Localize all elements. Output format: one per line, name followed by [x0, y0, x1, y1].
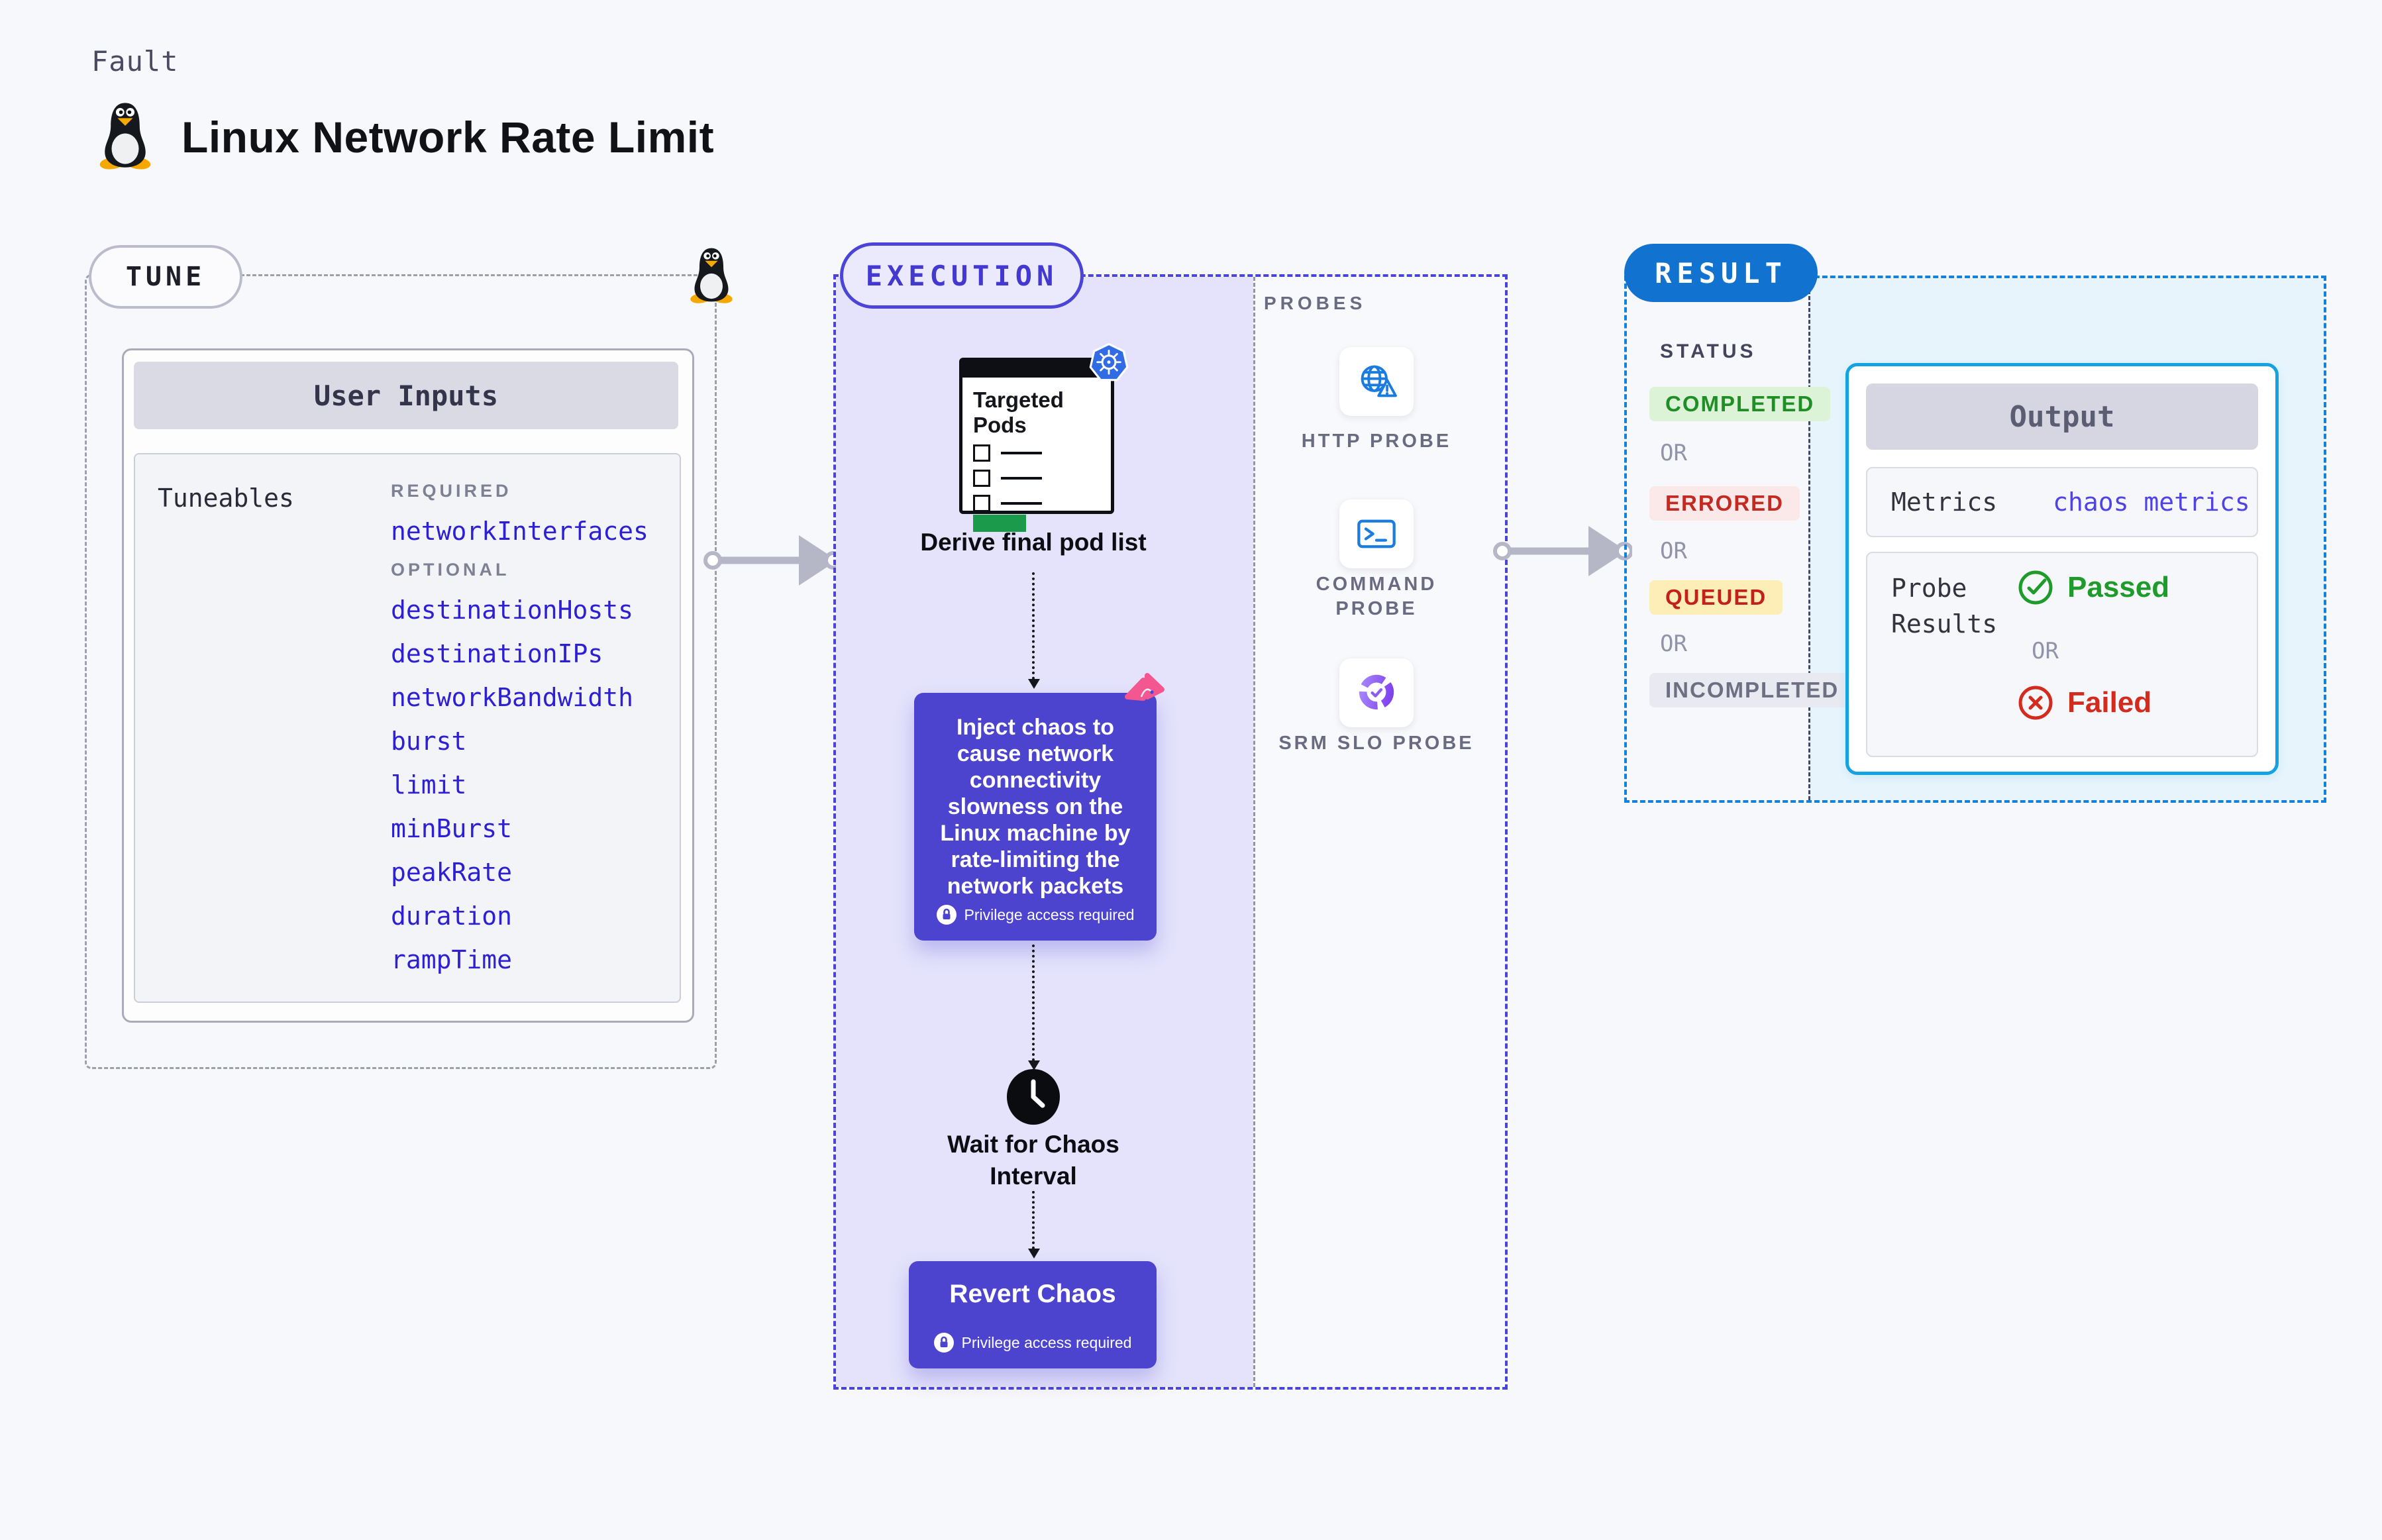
tuneables-panel: Tuneables REQUIRED networkInterfaces OPT… [134, 453, 681, 1003]
lock-icon [933, 1333, 954, 1353]
kubernetes-icon [1088, 342, 1129, 387]
passed-label: Passed [2067, 571, 2170, 603]
execution-pill: EXECUTION [840, 242, 1084, 309]
checkbox-icon [973, 470, 990, 487]
tuneables-label: Tuneables [158, 484, 294, 513]
probes-zone [1253, 277, 1505, 1387]
inject-chaos-description: Inject chaos to cause network connectivi… [940, 715, 1131, 899]
checkbox-icon [973, 444, 990, 462]
tuneable-optional-item[interactable]: limit [391, 770, 467, 799]
pod-checklist [973, 444, 1042, 520]
chaos-litmus-icon [1123, 670, 1166, 713]
clock-icon [1005, 1068, 1062, 1129]
probe-results-row: Probe Results Passed OR Failed [1866, 552, 2258, 757]
output-title: Output [1866, 384, 2258, 450]
tune-pill: TUNE [89, 245, 242, 309]
inject-chaos-step[interactable]: Inject chaos to cause network connectivi… [914, 673, 1165, 941]
arrow-tune-to-execution [703, 535, 843, 586]
failed-label: Failed [2067, 686, 2152, 719]
status-badge-errored: ERRORED [1649, 486, 1800, 521]
command-probe-card[interactable] [1339, 499, 1414, 568]
tuneable-optional-item[interactable]: destinationHosts [391, 595, 634, 625]
arrow-execution-to-result [1493, 526, 1632, 576]
tuneable-optional-item[interactable]: burst [391, 727, 467, 756]
pods-progress-bar [973, 515, 1026, 532]
wait-chaos-caption: Wait for Chaos Interval [947, 1131, 1119, 1190]
derive-pod-list-caption: Derive final pod list [920, 529, 1147, 556]
tux-penguin-small-icon [689, 246, 734, 307]
status-badge-completed: COMPLETED [1649, 387, 1831, 421]
page-title: Linux Network Rate Limit [181, 112, 715, 162]
privilege-note: Privilege access required [964, 905, 1135, 923]
connector-arrow [1028, 945, 1040, 1070]
result-pill: RESULT [1624, 244, 1818, 302]
check-circle-icon [2018, 570, 2053, 605]
or-separator: OR [1660, 538, 1687, 564]
http-probe-icon [1361, 365, 1397, 397]
or-separator: OR [1660, 440, 1687, 466]
checkbox-icon [973, 495, 990, 512]
http-probe-card[interactable] [1339, 347, 1414, 416]
probe-failed-row: Failed [2017, 684, 2151, 721]
tune-section [85, 274, 717, 1069]
revert-chaos-label: Revert Chaos [949, 1280, 1116, 1308]
tuneable-optional-item[interactable]: duration [391, 901, 513, 931]
privilege-note: Privilege access required [961, 1333, 1132, 1351]
revert-chaos-step[interactable]: Revert Chaos Privilege access required [909, 1261, 1157, 1368]
metrics-label: Metrics [1891, 488, 1998, 517]
or-separator: OR [1660, 631, 1687, 657]
connector-arrow [1028, 572, 1040, 689]
tuneable-optional-item[interactable]: rampTime [391, 945, 513, 974]
tuneable-optional-item[interactable]: networkBandwidth [391, 683, 634, 712]
probe-passed-row: Passed [2017, 569, 2169, 606]
http-probe-label: HTTP PROBE [1301, 431, 1452, 452]
metrics-value[interactable]: chaos metrics [2053, 488, 2250, 517]
targeted-pods-title: Targeted Pods [973, 387, 1064, 437]
probe-results-label: Probe Results [1891, 574, 1998, 639]
output-panel: Output Metrics chaos metrics Probe Resul… [1845, 363, 2279, 775]
tux-penguin-icon [98, 101, 152, 173]
srm-slo-probe-card[interactable] [1339, 658, 1414, 727]
metrics-row: Metrics chaos metrics [1866, 467, 2258, 537]
fault-kind-label: Fault [91, 45, 179, 77]
optional-label: OPTIONAL [391, 560, 510, 580]
status-badge-queued: QUEUED [1649, 580, 1783, 615]
required-label: REQUIRED [391, 481, 512, 501]
status-label: STATUS [1660, 340, 1757, 362]
tuneable-required-item[interactable]: networkInterfaces [391, 517, 648, 546]
lock-icon [936, 905, 957, 925]
srm-slo-probe-label: SRM SLO PROBE [1278, 733, 1475, 754]
tuneable-optional-item[interactable]: peakRate [391, 858, 513, 887]
user-inputs-title: User Inputs [134, 362, 678, 429]
connector-arrow [1028, 1191, 1040, 1258]
tuneable-optional-item[interactable]: destinationIPs [391, 639, 603, 668]
targeted-pods-card: Targeted Pods [959, 342, 1129, 532]
x-circle-icon [2018, 686, 2053, 720]
or-separator: OR [2032, 638, 2059, 664]
probes-label: PROBES [1264, 293, 1367, 313]
srm-slo-probe-icon [1359, 674, 1394, 710]
pods-card-titlebar [962, 360, 1112, 378]
command-probe-icon [1357, 519, 1396, 548]
command-probe-label: COMMAND PROBE [1316, 574, 1437, 619]
tuneable-optional-item[interactable]: minBurst [391, 814, 513, 843]
status-badge-incompleted: INCOMPLETED [1649, 673, 1855, 707]
